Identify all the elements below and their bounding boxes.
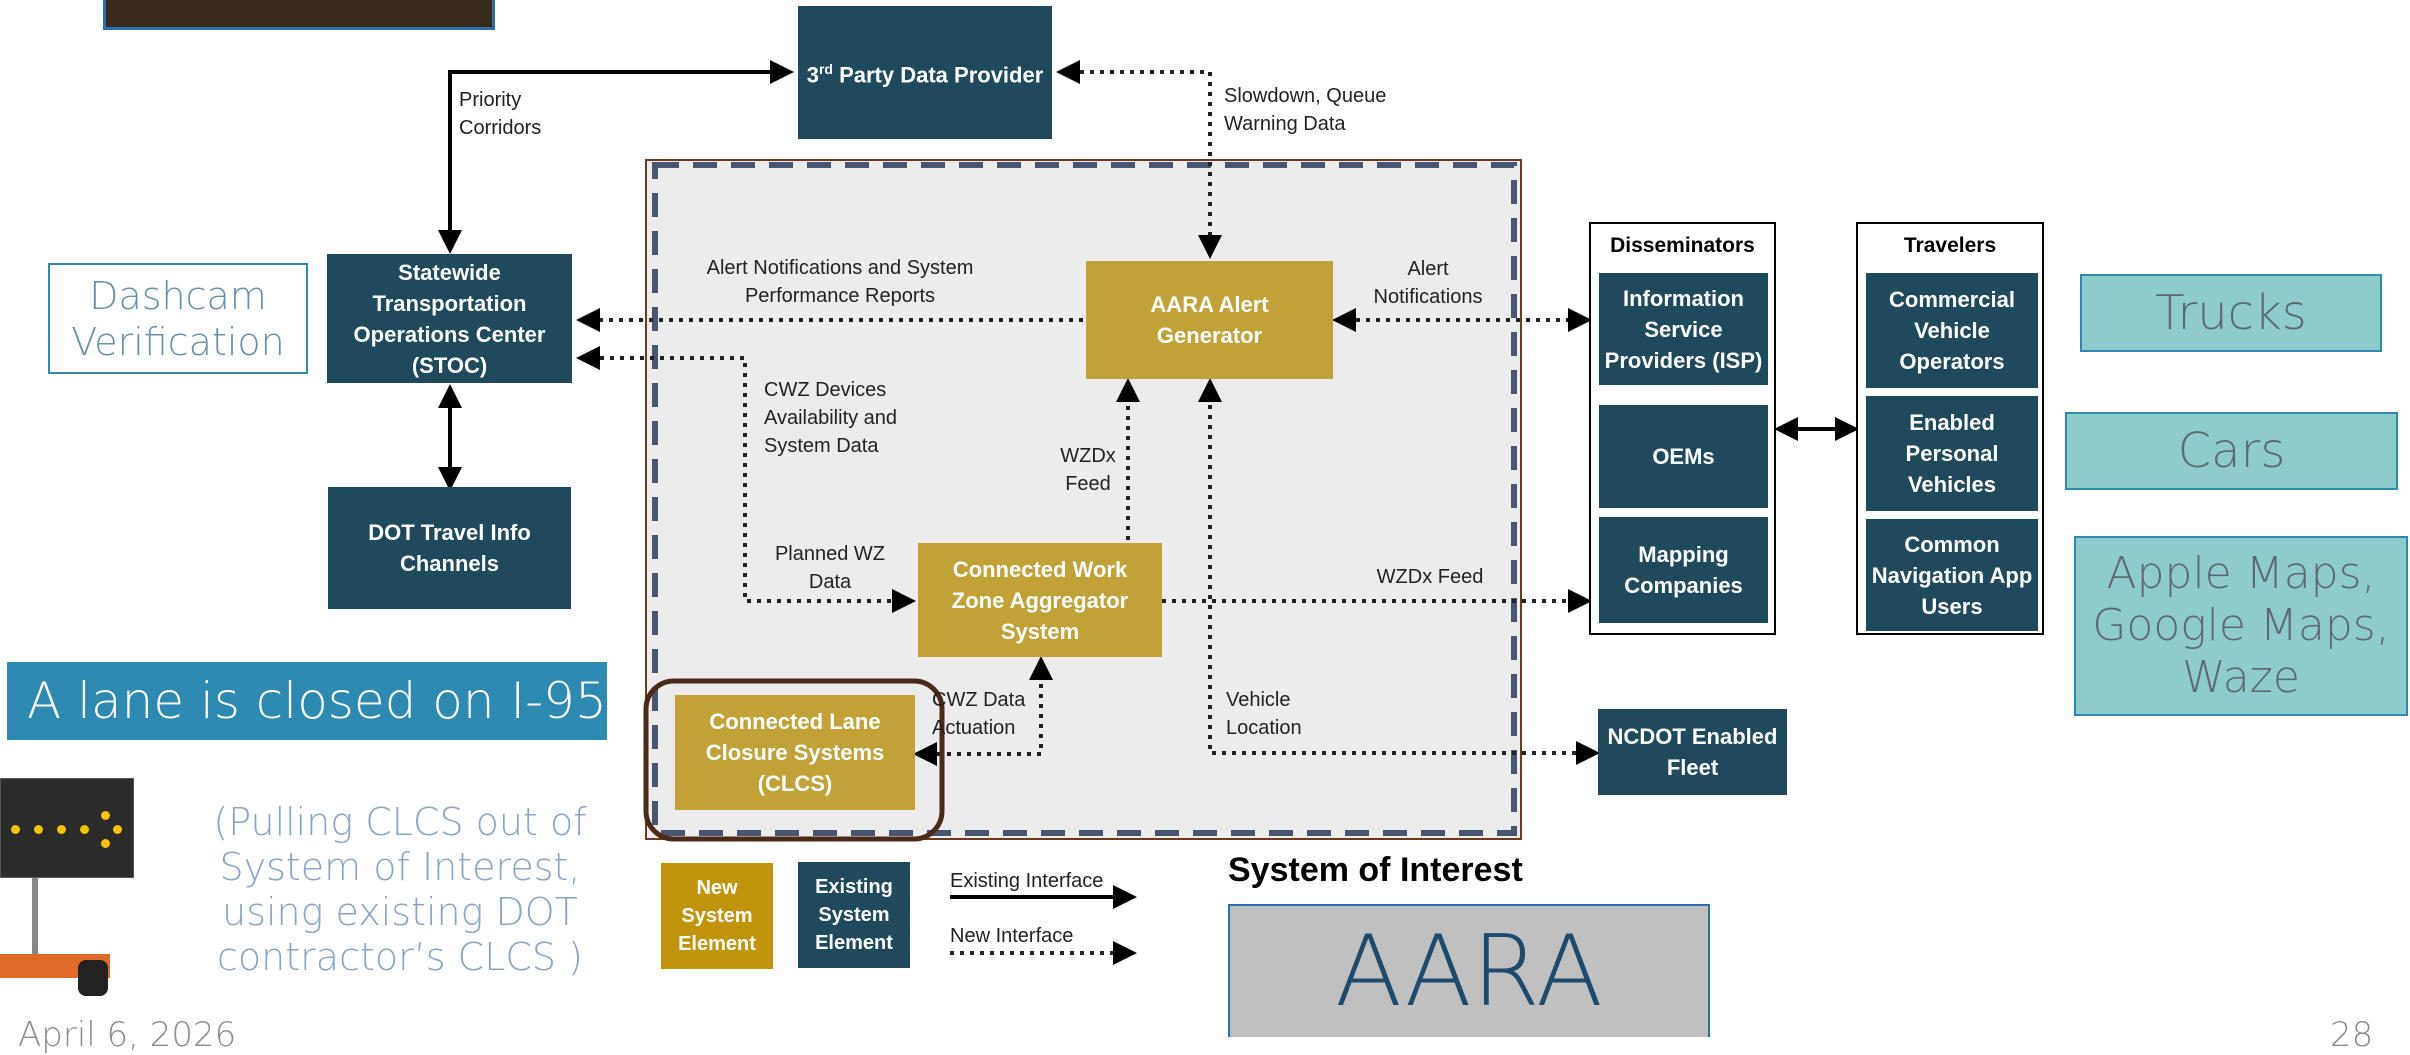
alert-notifications-reports-label: Alert Notifications and System Performan…: [706, 257, 974, 307]
vehicle-location-arrow: [1198, 378, 1600, 765]
priority-corridors-arrow: [438, 60, 794, 254]
ncdot-fleet-box: NCDOT Enabled Fleet: [1598, 709, 1787, 795]
planned-wz-label: Planned WZ Data: [774, 543, 886, 593]
arrow-board-trailer: [0, 778, 140, 1008]
disseminator-isp: Information Service Providers (ISP): [1599, 273, 1768, 385]
arrow-board-panel: [0, 778, 134, 878]
wzdx-feed-horizontal-label: WZDx Feed: [1376, 566, 1484, 588]
clcs-cwz-arrow: [913, 656, 1053, 766]
top-photo: [103, 0, 495, 30]
disseminators-title: Disseminators: [1610, 234, 1755, 257]
tag-trucks: Trucks: [2080, 274, 2382, 352]
travelers-panel: Travelers Commercial Vehicle Operators E…: [1856, 222, 2044, 635]
trailer-wheel: [78, 960, 108, 996]
system-of-interest-aara: AARA: [1228, 904, 1710, 1037]
system-of-interest-title: System of Interest: [1228, 851, 1523, 889]
third-party-provider-box: 3rd Party Data Provider: [798, 6, 1052, 139]
legend-existing-interface-label: Existing Interface: [950, 870, 1104, 892]
aara-alert-generator-box: AARA Alert Generator: [1086, 261, 1333, 379]
arrow-board-light: [80, 825, 89, 834]
lane-closed-banner: A lane is closed on I-95: [7, 662, 607, 740]
clcs-outline: [643, 678, 945, 842]
disseminator-mapping: Mapping Companies: [1599, 517, 1768, 623]
wzdx-feed-vertical-label: WZDx Feed: [1060, 445, 1116, 495]
traveler-navigation: Common Navigation App Users: [1866, 519, 2038, 631]
priority-corridors-label: Priority Corridors: [459, 89, 542, 139]
cwz-data-actuation-label: CWZ Data Actuation: [932, 689, 1026, 739]
arrow-board-light: [101, 839, 110, 848]
legend-existing-element: Existing System Element: [798, 862, 910, 968]
dashcam-verification-box: Dashcam Verification: [48, 263, 308, 374]
vehicle-location-label: Vehicle Location: [1226, 689, 1302, 739]
third-party-provider-label: 3rd Party Data Provider: [806, 61, 1044, 88]
stoc-box: Statewide Transportation Operations Cent…: [327, 254, 572, 383]
cwz-devices-label: CWZ Devices Availability and System Data: [764, 379, 898, 457]
tag-map-apps: Apple Maps, Google Maps, Waze: [2074, 536, 2408, 716]
disseminators-panel: Disseminators Information Service Provid…: [1589, 222, 1776, 635]
disseminator-oems: OEMs: [1599, 405, 1768, 508]
slowdown-label: Slowdown, Queue Warning Data: [1224, 85, 1387, 135]
clcs-box: Connected Lane Closure Systems (CLCS): [675, 695, 915, 810]
travelers-title: Travelers: [1903, 234, 1997, 257]
alert-notifications-label: Alert Notifications: [1373, 258, 1483, 308]
tag-cars: Cars: [2065, 412, 2398, 490]
trailer-mast: [32, 878, 38, 958]
dot-travel-channels-box: DOT Travel Info Channels: [328, 487, 571, 609]
traveler-commercial: Commercial Vehicle Operators: [1866, 273, 2038, 388]
footer-page-number: 28: [2330, 1015, 2374, 1055]
arrow-board-light: [11, 825, 20, 834]
traveler-personal: Enabled Personal Vehicles: [1866, 396, 2038, 511]
cwz-aggregator-box: Connected Work Zone Aggregator System: [918, 543, 1162, 657]
legend-new-element: New System Element: [661, 863, 773, 969]
legend-new-interface-label: New Interface: [950, 925, 1074, 947]
cwz-devices-arrow: [576, 346, 916, 613]
pulling-clcs-note: (Pulling CLCS out of System of Interest,…: [213, 800, 587, 979]
slowdown-arrow: [1056, 60, 1222, 259]
arrow-board-light: [57, 825, 66, 834]
arrow-board-light: [113, 825, 122, 834]
arrow-board-light: [34, 825, 43, 834]
arrow-board-light: [101, 811, 110, 820]
footer-date: April 6, 2026: [18, 1015, 237, 1055]
